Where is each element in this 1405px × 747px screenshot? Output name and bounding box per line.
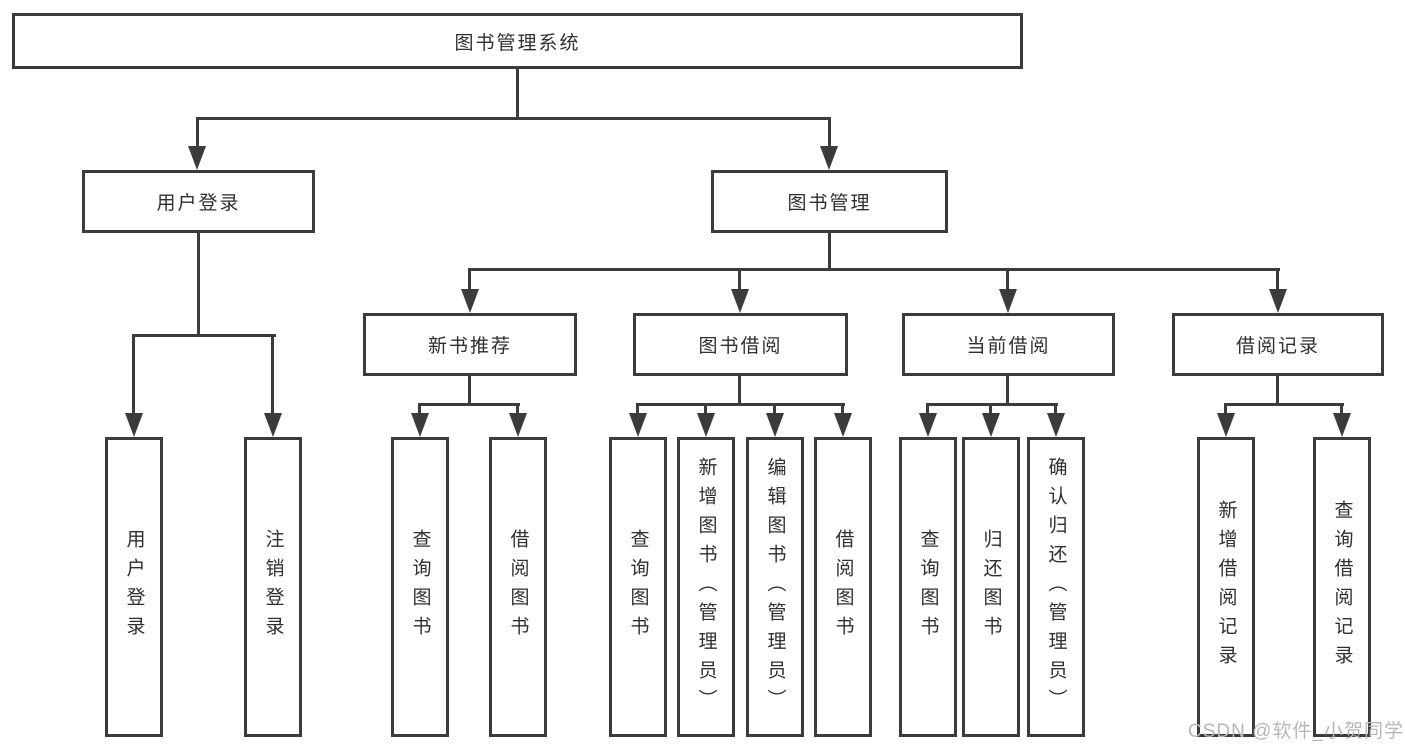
arrow-down-icon: [982, 413, 1000, 437]
node-label: 用户登录: [123, 529, 145, 645]
node-label: 编辑图书（管理员）: [764, 456, 786, 718]
connector-line: [841, 403, 844, 413]
leaf-user-login: 用户登录: [105, 437, 163, 737]
node-label: 归还图书: [980, 529, 1002, 645]
connector-line: [1224, 403, 1227, 413]
connector-line: [468, 268, 471, 289]
arrow-down-icon: [264, 413, 282, 437]
node-borrowing-records: 借阅记录: [1172, 313, 1384, 376]
node-label: 用户登录: [156, 193, 241, 214]
node-label: 图书管理系统: [454, 32, 581, 54]
leaf-query-books-borrow: 查询图书: [609, 437, 667, 737]
node-label: 查询借阅记录: [1331, 500, 1353, 674]
connector-line: [418, 403, 520, 406]
connector-line: [828, 233, 831, 271]
connector-line: [132, 334, 135, 413]
connector-line: [271, 334, 274, 413]
connector-line: [1006, 376, 1009, 406]
arrow-down-icon: [1269, 289, 1287, 313]
arrow-down-icon: [629, 413, 647, 437]
arrow-down-icon: [461, 289, 479, 313]
connector-line: [468, 268, 1280, 271]
connector-line: [132, 334, 276, 337]
connector-line: [1276, 268, 1279, 289]
connector-line: [1054, 403, 1057, 413]
leaf-query-books-current: 查询图书: [899, 437, 957, 737]
connector-line: [196, 117, 831, 120]
arrow-down-icon: [1217, 413, 1235, 437]
node-label: 新增图书（管理员）: [695, 456, 717, 718]
arrow-down-icon: [919, 413, 937, 437]
node-label: 注销登录: [262, 529, 284, 645]
connector-line: [636, 403, 639, 413]
connector-line: [773, 403, 776, 413]
node-current-borrowing: 当前借阅: [902, 313, 1115, 376]
node-label: 查询图书: [627, 529, 649, 645]
node-label: 图书管理: [787, 193, 872, 214]
connector-line: [1006, 268, 1009, 289]
connector-line: [704, 403, 707, 413]
node-library-management-system: 图书管理系统: [12, 13, 1023, 69]
arrow-down-icon: [125, 413, 143, 437]
connector-line: [197, 233, 200, 337]
node-label: 新增借阅记录: [1215, 500, 1237, 674]
node-label: 确认归还（管理员）: [1045, 456, 1067, 718]
node-label: 借阅图书: [832, 529, 854, 645]
node-label: 借阅图书: [507, 529, 529, 645]
leaf-query-books-recommend: 查询图书: [391, 437, 449, 737]
connector-line: [738, 376, 741, 406]
connector-line: [828, 117, 831, 146]
connector-line: [418, 403, 421, 413]
connector-line: [926, 403, 929, 413]
arrow-down-icon: [509, 413, 527, 437]
leaf-borrow-books-recommend: 借阅图书: [489, 437, 547, 737]
node-user-login: 用户登录: [82, 170, 315, 233]
arrow-down-icon: [766, 413, 784, 437]
arrow-down-icon: [731, 289, 749, 313]
connector-line: [926, 403, 1058, 406]
leaf-edit-book-admin: 编辑图书（管理员）: [746, 437, 804, 737]
connector-line: [738, 268, 741, 289]
connector-line: [1340, 403, 1343, 413]
arrow-down-icon: [999, 289, 1017, 313]
connector-line: [1224, 403, 1344, 406]
node-book-management: 图书管理: [711, 170, 948, 233]
arrow-down-icon: [188, 146, 206, 170]
connector-line: [516, 69, 519, 117]
leaf-logout: 注销登录: [244, 437, 302, 737]
leaf-borrow-books: 借阅图书: [814, 437, 872, 737]
leaf-return-book: 归还图书: [962, 437, 1020, 737]
node-label: 新书推荐: [427, 336, 512, 357]
node-book-borrowing: 图书借阅: [633, 313, 848, 376]
leaf-add-book-admin: 新增图书（管理员）: [677, 437, 735, 737]
connector-line: [1276, 376, 1279, 406]
leaf-add-borrow-record: 新增借阅记录: [1197, 437, 1255, 737]
connector-line: [516, 403, 519, 413]
node-label: 借阅记录: [1235, 336, 1320, 357]
arrow-down-icon: [1333, 413, 1351, 437]
arrow-down-icon: [1047, 413, 1065, 437]
node-label: 图书借阅: [698, 336, 783, 357]
leaf-confirm-return-admin: 确认归还（管理员）: [1027, 437, 1085, 737]
arrow-down-icon: [820, 146, 838, 170]
connector-line: [468, 376, 471, 406]
leaf-query-borrow-record: 查询借阅记录: [1313, 437, 1371, 737]
connector-line: [636, 403, 845, 406]
node-label: 当前借阅: [966, 336, 1051, 357]
arrow-down-icon: [411, 413, 429, 437]
node-new-book-recommendation: 新书推荐: [363, 313, 577, 376]
connector-line: [196, 117, 199, 146]
arrow-down-icon: [834, 413, 852, 437]
arrow-down-icon: [697, 413, 715, 437]
node-label: 查询图书: [917, 529, 939, 645]
node-label: 查询图书: [409, 529, 431, 645]
connector-line: [989, 403, 992, 413]
watermark: CSDN @软件_小贺同学: [1188, 721, 1404, 742]
